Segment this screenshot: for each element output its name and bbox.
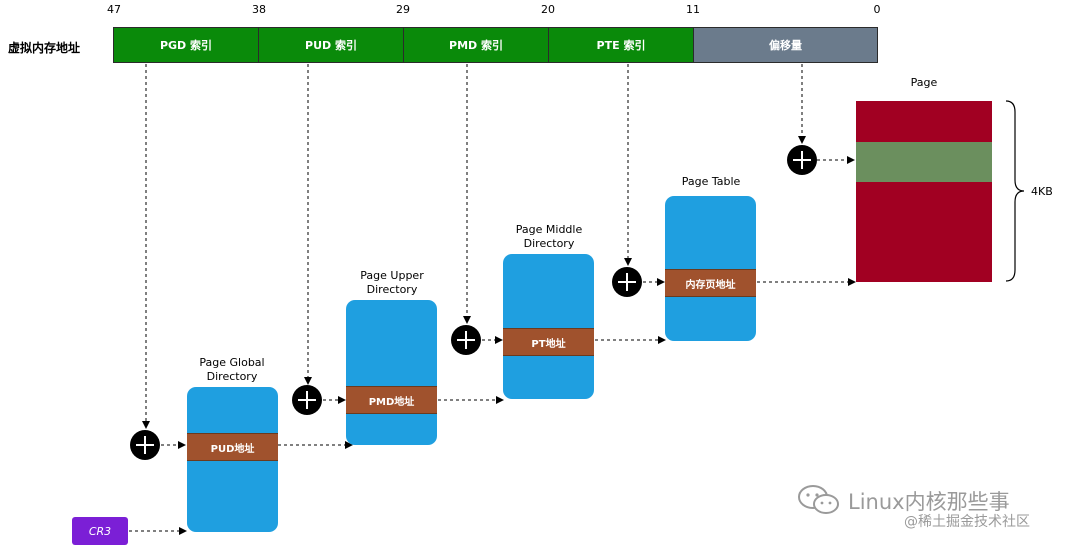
- pt-caption: Page Table: [659, 175, 763, 189]
- pmd-entry-pt-address: PT地址: [503, 328, 594, 356]
- page-size-label: 4KB: [1031, 185, 1053, 198]
- offset-field: 偏移量: [694, 28, 877, 62]
- page-upper-directory: PMD地址: [346, 300, 437, 445]
- pgd-entry-pud-address: PUD地址: [187, 433, 278, 461]
- pgd-caption: Page Global Directory: [180, 356, 284, 384]
- add-icon-pgd: [130, 430, 160, 460]
- pud-index-field: PUD 索引: [259, 28, 404, 62]
- page-global-directory: PUD地址: [187, 387, 278, 532]
- cr3-register: CR3: [72, 517, 128, 545]
- bit-29-label: 29: [396, 3, 410, 16]
- pte-index-field: PTE 索引: [549, 28, 694, 62]
- watermark-account-name: Linux内核那些事: [848, 490, 1010, 514]
- page-offset-region: [856, 142, 992, 182]
- bit-20-label: 20: [541, 3, 555, 16]
- pt-entry-page-address: 内存页地址: [665, 269, 756, 297]
- pgd-caption-line2: Directory: [206, 370, 258, 383]
- bit-11-label: 11: [686, 3, 700, 16]
- add-icon-pud: [292, 385, 322, 415]
- wechat-icon: [798, 485, 839, 514]
- page-table: 内存页地址: [665, 196, 756, 341]
- virtual-address-bar: PGD 索引 PUD 索引 PMD 索引 PTE 索引 偏移量: [113, 27, 878, 63]
- pgd-caption-line1: Page Global: [199, 356, 265, 369]
- virtual-address-label: 虚拟内存地址: [8, 41, 81, 55]
- page-title: Page: [910, 76, 938, 89]
- pmd-caption-line2: Directory: [523, 237, 575, 250]
- add-icon-offset: [787, 145, 817, 175]
- page-middle-directory: PT地址: [503, 254, 594, 399]
- pud-caption: Page Upper Directory: [340, 269, 444, 297]
- pud-entry-pmd-address: PMD地址: [346, 386, 437, 414]
- bit-38-label: 38: [252, 3, 266, 16]
- add-icon-pte: [612, 267, 642, 297]
- pmd-caption-line1: Page Middle: [515, 223, 583, 236]
- pud-caption-line2: Directory: [366, 283, 418, 296]
- pgd-index-field: PGD 索引: [114, 28, 259, 62]
- add-icon-pmd: [451, 325, 481, 355]
- pmd-caption: Page Middle Directory: [497, 223, 601, 251]
- physical-page: [856, 101, 992, 282]
- bit-0-label: 0: [873, 3, 881, 16]
- pt-caption-line1: Page Table: [681, 175, 741, 188]
- watermark-source: @稀土掘金技术社区: [904, 514, 1030, 530]
- page-size-brace: [1005, 100, 1025, 282]
- bit-47-label: 47: [107, 3, 121, 16]
- pmd-index-field: PMD 索引: [404, 28, 549, 62]
- pud-caption-line1: Page Upper: [360, 269, 424, 282]
